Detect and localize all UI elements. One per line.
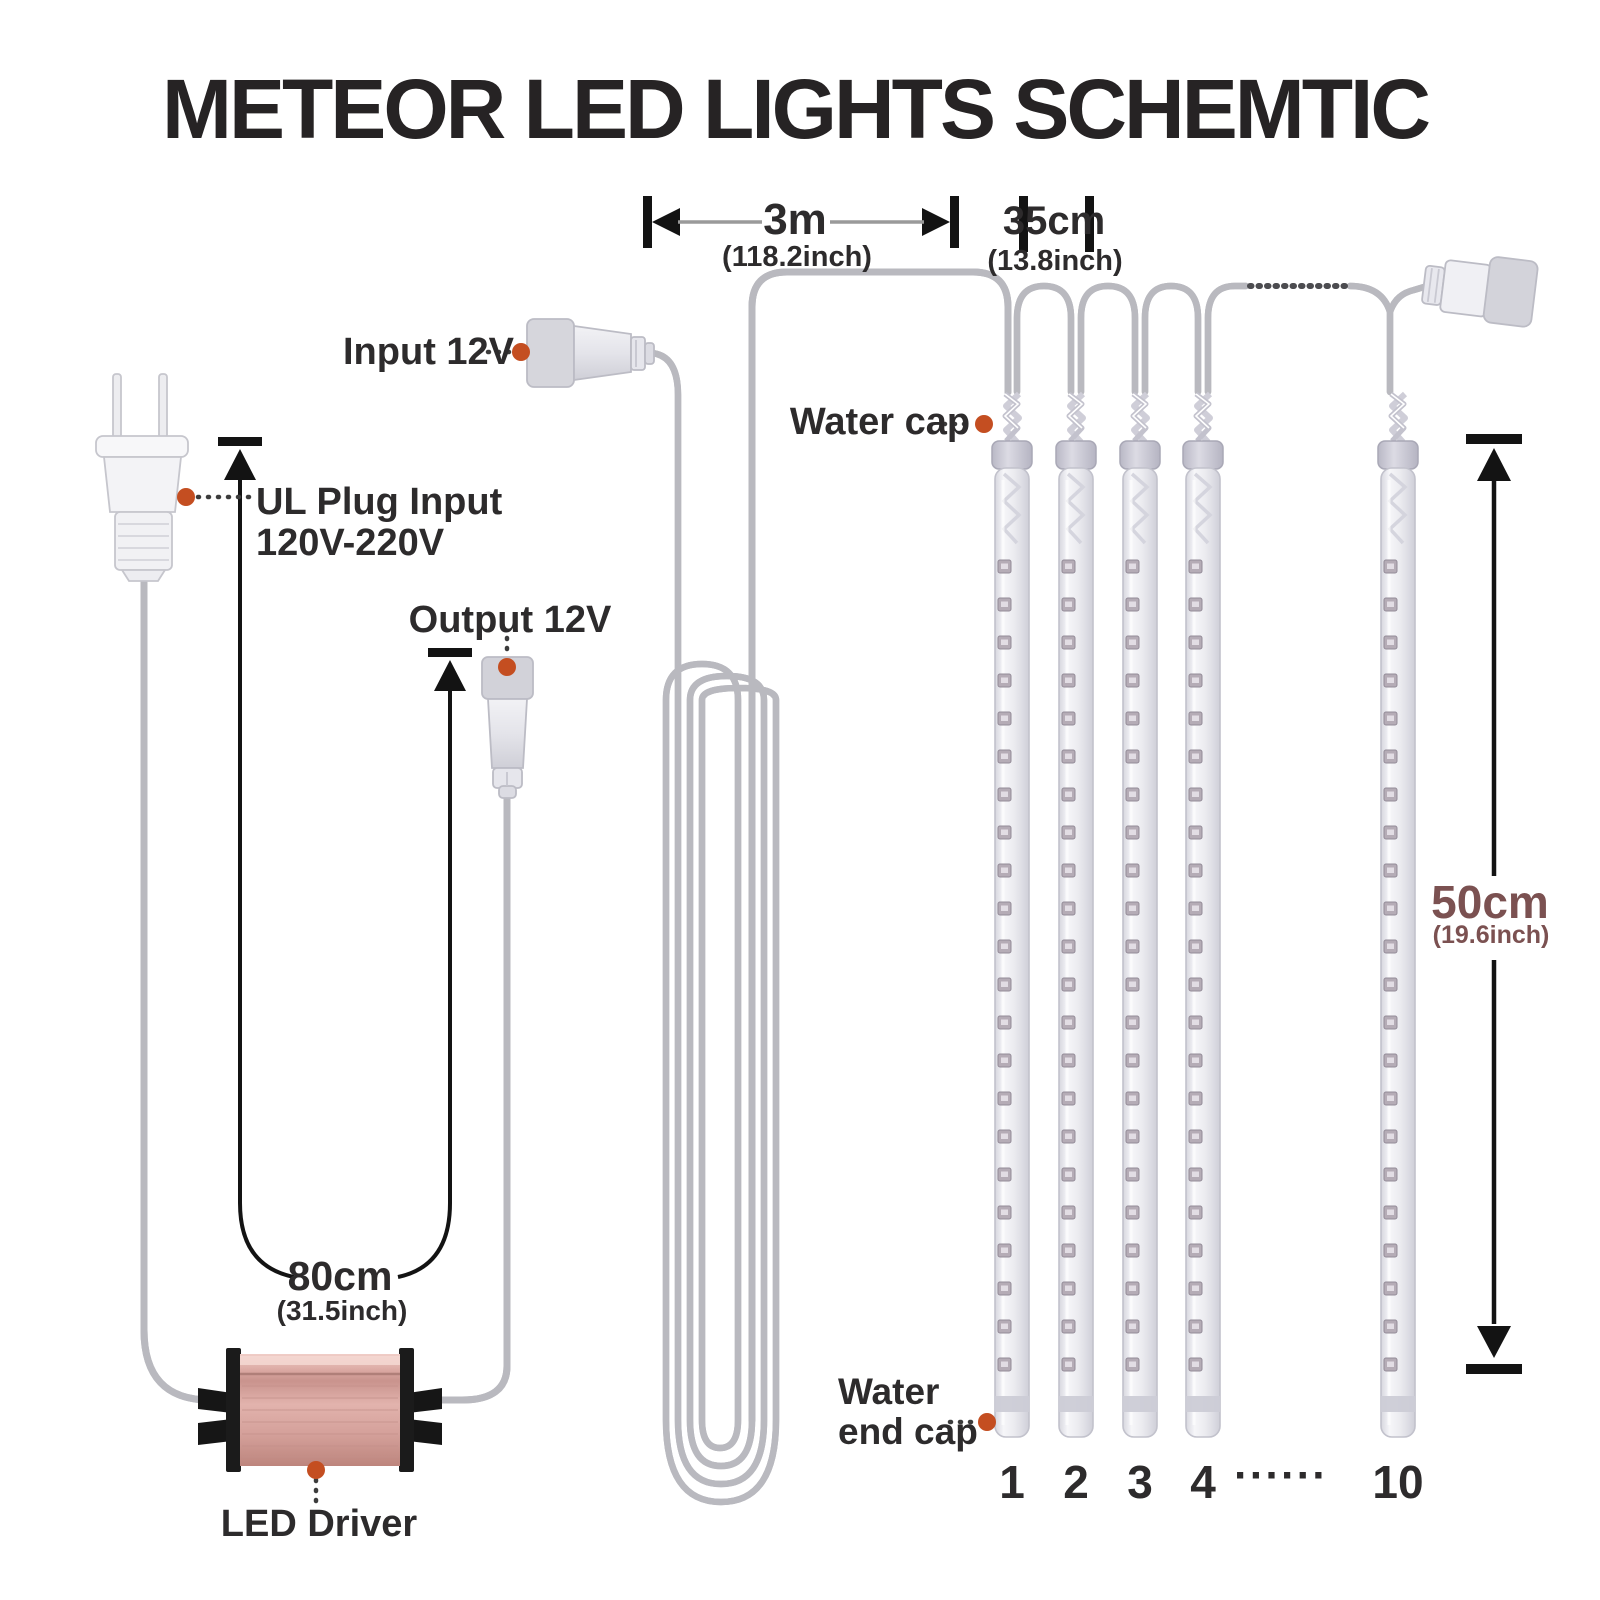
driver-cap-left [226,1348,241,1472]
output-connector [481,656,534,799]
output-cord [398,792,511,1404]
water-end-cap-label: Water end cap [838,1372,978,1452]
dim-35cm-inch: (13.8inch) [987,245,1123,277]
page-title: METEOR LED LIGHTS SCHEMTIC [162,62,1431,156]
main-run-wire [748,268,1012,1424]
dimension-3m [643,196,959,248]
tube-number-10: 10 [1372,1456,1424,1508]
meteor-tube-2 [1055,391,1097,1438]
leader-lines [195,349,979,1505]
plug-prong-left [112,373,122,441]
water-end-cap-line2: end cap [838,1410,978,1452]
dim-3m-value: 3m [763,195,827,244]
ul-plug-label: UL Plug Input 120V-220V [256,481,503,565]
led-driver-dot [307,1461,325,1479]
tube-number-1: 1 [999,1456,1025,1508]
dim-50cm-inch: (19.6inch) [1432,921,1550,949]
input-12v-label: Input 12V [343,331,515,373]
ul-plug-label-line1: UL Plug Input [256,481,503,523]
dim-50cm-value: 50cm [1431,876,1549,928]
meteor-tube-4 [1182,391,1224,1438]
coil-wire-bundle [648,349,780,1506]
input-dot [512,343,530,361]
plug-flange [95,435,189,458]
meteor-tube-1 [991,391,1033,1438]
dim-3m-inch: (118.2inch) [722,241,872,273]
dimension-50cm [1466,434,1522,1374]
water-end-cap-band [995,1396,1029,1412]
water-cap-collar [991,440,1033,470]
plug-neck [120,569,167,582]
led-driver-label: LED Driver [220,1503,418,1545]
ul-power-plug [95,373,189,582]
water-cap-dot [975,415,993,433]
dim-35cm-value: 35cm [1002,199,1106,243]
water-cap-collar [1182,440,1224,470]
water-end-cap-line1: Water [838,1371,940,1412]
ul-plug-label-line2: 120V-220V [256,522,445,565]
tube-number-2: 2 [1063,1456,1089,1508]
plug-ribbed-body [114,511,173,571]
water-cap-collar [1055,440,1097,470]
input-connector [526,318,655,388]
led-tubes [991,391,1419,1438]
ul-plug-dot [177,488,195,506]
water-cap-label: Water cap [789,401,971,443]
water-end-cap-band [1381,1396,1415,1412]
output-dot [498,658,516,676]
meteor-tube-10 [1377,391,1419,1438]
string-end-connector [1421,256,1539,328]
led-driver-box [198,1348,442,1472]
leader-dots [177,343,996,1479]
water-end-cap-band [1059,1396,1093,1412]
water-cap-collar [1377,440,1419,470]
tube-number-ellipsis: ······ [1234,1451,1328,1500]
tube-number-4: 4 [1190,1456,1216,1508]
plug-cord [140,574,244,1404]
output-12v-label: Output 12V [408,599,612,641]
dimension-35cm [1019,196,1094,252]
water-cap-collar [1119,440,1161,470]
meteor-tube-3 [1119,391,1161,1438]
water-end-cap-dot [978,1413,996,1431]
dim-80cm-inch: (31.5inch) [276,1295,408,1326]
driver-cap-right [399,1348,414,1472]
tube-link-wires [1013,280,1438,396]
plug-prong-right [158,373,168,441]
dimension-80cm-right [397,648,472,1279]
water-end-cap-band [1123,1396,1157,1412]
dimension-80cm-left [218,437,295,1279]
plug-upper-body [102,456,183,513]
water-end-cap-band [1186,1396,1220,1412]
dim-80cm-value: 80cm [287,1253,393,1299]
tube-number-3: 3 [1127,1456,1153,1508]
